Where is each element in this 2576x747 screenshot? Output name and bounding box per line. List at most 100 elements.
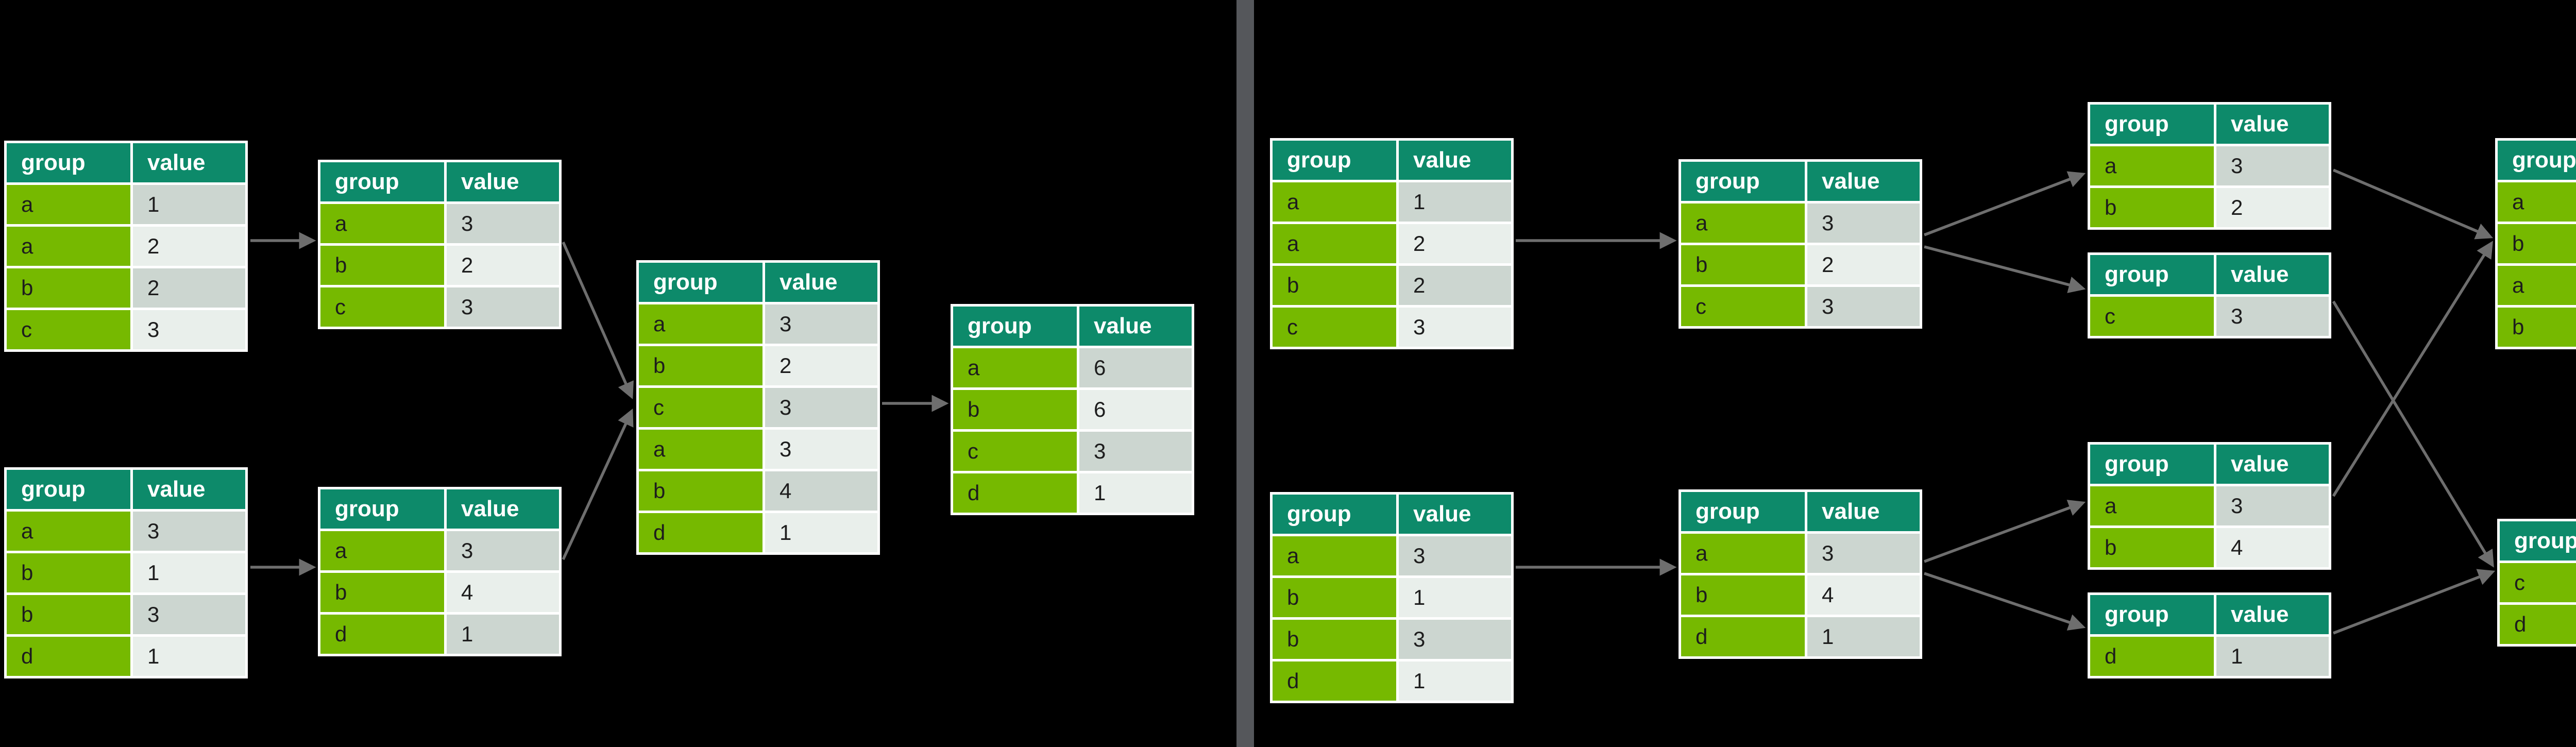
group-cell: c: [7, 310, 130, 349]
value-cell: 3: [765, 430, 877, 469]
value-cell: 3: [447, 531, 559, 570]
value-cell: 2: [133, 268, 245, 308]
group-cell: d: [320, 615, 444, 654]
flow-arrow: [1924, 500, 2086, 563]
value-cell: 1: [1399, 661, 1511, 701]
value-cell: 1: [2216, 637, 2329, 676]
table-header-cell: group: [2498, 141, 2576, 180]
group-cell: a: [639, 304, 762, 344]
group-cell: a: [953, 348, 1077, 387]
group-cell: d: [1273, 661, 1396, 701]
group-cell: b: [2090, 528, 2214, 567]
value-cell: 3: [133, 512, 245, 551]
value-cell: 3: [133, 310, 245, 349]
table-header-cell: group: [320, 162, 444, 201]
value-cell: 1: [133, 553, 245, 592]
value-cell: 3: [447, 204, 559, 243]
table-header-cell: value: [1807, 492, 1920, 531]
group-cell: a: [7, 512, 130, 551]
value-cell: 3: [1399, 308, 1511, 347]
table-header-cell: value: [2216, 595, 2329, 634]
group-cell: a: [1273, 536, 1396, 575]
panel-divider: [1236, 0, 1254, 747]
flow-arrow: [2332, 241, 2493, 497]
table-header-cell: value: [1399, 495, 1511, 534]
value-cell: 4: [1807, 575, 1920, 615]
value-cell: 3: [1807, 534, 1920, 573]
flow-arrow: [2332, 300, 2494, 568]
value-cell: 1: [765, 513, 877, 552]
value-cell: 1: [447, 615, 559, 654]
group-cell: a: [1273, 182, 1396, 222]
table-header-cell: value: [2216, 255, 2329, 294]
group-cell: c: [639, 388, 762, 427]
group-cell: c: [1273, 308, 1396, 347]
table-header-cell: value: [2216, 445, 2329, 484]
table-header-cell: group: [1681, 492, 1805, 531]
group-cell: b: [1273, 266, 1396, 305]
flow-arrow: [2332, 168, 2494, 240]
value-cell: 2: [133, 227, 245, 266]
flow-arrow: [562, 409, 634, 561]
value-cell: 3: [1807, 287, 1920, 326]
value-cell: 6: [1079, 390, 1192, 429]
group-cell: b: [2498, 308, 2576, 347]
group-cell: b: [639, 471, 762, 511]
value-cell: 1: [1399, 182, 1511, 222]
group-cell: a: [2498, 182, 2576, 222]
table-header-cell: group: [2090, 595, 2214, 634]
table-header-cell: value: [447, 162, 559, 201]
table-header-cell: value: [1399, 141, 1511, 180]
group-cell: b: [953, 390, 1077, 429]
table-header-cell: value: [2216, 105, 2329, 144]
value-cell: 2: [2216, 188, 2329, 227]
table-header-cell: value: [1807, 162, 1920, 201]
table-header-cell: group: [2090, 255, 2214, 294]
table-header-cell: group: [1273, 141, 1396, 180]
table-header-cell: value: [133, 470, 245, 509]
flow-arrow: [1924, 245, 2086, 293]
group-cell: a: [7, 227, 130, 266]
group-cell: a: [2090, 486, 2214, 525]
value-cell: 3: [133, 595, 245, 634]
group-cell: c: [2090, 297, 2214, 336]
value-cell: 2: [1399, 266, 1511, 305]
group-cell: d: [953, 473, 1077, 513]
group-cell: a: [1681, 203, 1805, 243]
value-cell: 3: [1079, 432, 1192, 471]
group-cell: a: [639, 430, 762, 469]
value-cell: 4: [447, 573, 559, 612]
data-table: groupvaluec3d1: [2497, 519, 2576, 647]
flow-arrow: [1924, 171, 2086, 236]
group-cell: a: [320, 531, 444, 570]
group-cell: a: [7, 185, 130, 224]
table-header-cell: group: [7, 143, 130, 182]
group-cell: b: [639, 346, 762, 385]
group-cell: d: [1681, 617, 1805, 656]
table-header-cell: value: [447, 489, 559, 529]
group-cell: a: [320, 204, 444, 243]
table-header-cell: group: [320, 489, 444, 529]
group-cell: b: [320, 573, 444, 612]
table-header-cell: group: [1681, 162, 1805, 201]
group-cell: b: [1273, 620, 1396, 659]
group-cell: b: [320, 246, 444, 285]
group-cell: b: [7, 595, 130, 634]
value-cell: 1: [1399, 578, 1511, 617]
value-cell: 3: [2216, 297, 2329, 336]
group-cell: b: [2090, 188, 2214, 227]
value-cell: 3: [2216, 486, 2329, 525]
value-cell: 3: [1807, 203, 1920, 243]
